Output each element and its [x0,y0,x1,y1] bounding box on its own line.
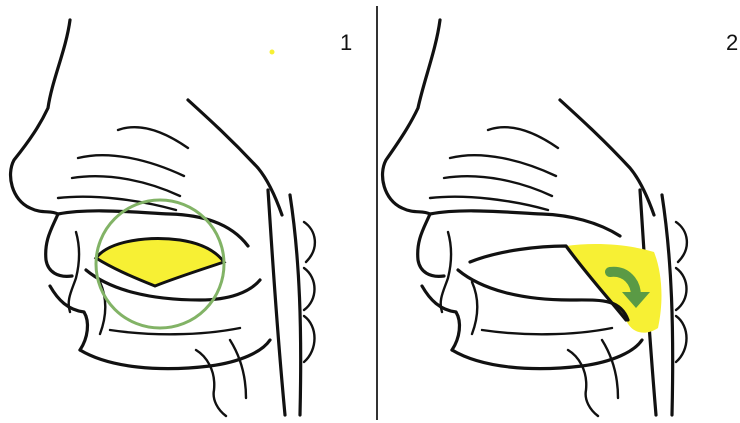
lower-tooth [472,282,477,334]
vertebra-3 [304,316,315,362]
inner-jaw [110,328,240,334]
upper-lip [46,214,72,276]
panel-number-2: 2 [726,30,738,56]
upper-tooth [69,232,79,312]
nasal-line-2 [450,155,556,176]
inner-jaw [482,328,612,334]
nose-profile [11,20,70,214]
nasal-line-3 [72,176,180,196]
vertebra-2 [304,268,315,310]
upper-lip [418,214,444,276]
nasal-line-4 [430,197,548,210]
tongue-highlight [566,244,661,333]
nasal-line-1 [118,127,188,148]
hyoid [568,350,598,416]
panel-1: 1 [0,0,370,423]
upper-tooth [441,232,451,312]
epiglottis [602,340,618,398]
vertebra-1 [304,222,315,262]
hyoid [196,350,226,416]
pharynx-wall-2 [662,195,673,415]
sagittal-head-drawing-1 [0,0,376,423]
panel-2: 2 [370,0,740,423]
vertebra-1 [676,222,687,262]
epiglottis [230,340,246,398]
pharynx-wall-1 [268,190,285,415]
nose-profile [383,20,440,214]
yellow-dot [270,50,275,55]
nasal-line-3 [444,176,552,196]
nasal-line-1 [488,127,558,148]
pharynx-wall-2 [290,195,301,415]
nasal-line-2 [78,155,184,176]
hard-palate [430,211,620,236]
vertebra-3 [676,316,687,362]
vertebra-2 [676,268,687,310]
tongue-highlight [96,239,224,286]
panel-number-1: 1 [340,30,352,56]
sagittal-head-drawing-2 [370,0,740,423]
